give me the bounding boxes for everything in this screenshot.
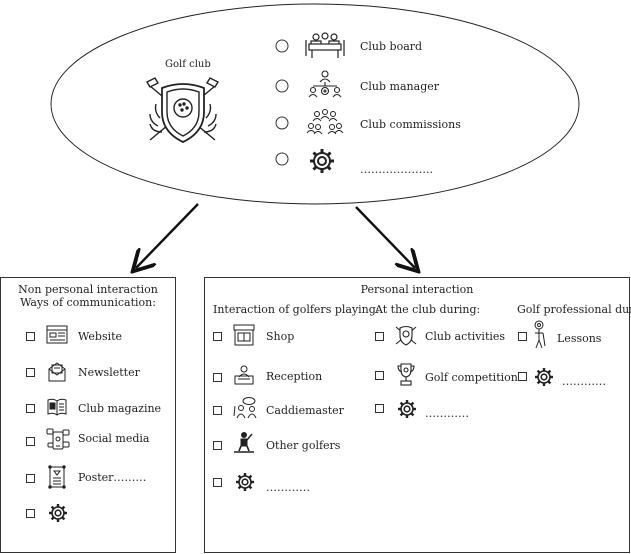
checkbox-poster[interactable] xyxy=(26,474,35,483)
club-activities-label: Club activities xyxy=(425,330,506,343)
checkbox-shop[interactable] xyxy=(213,332,222,341)
commissions-group-icon xyxy=(306,109,344,135)
caddiemaster-label: Caddiemaster xyxy=(266,404,344,417)
checkbox-other-col3[interactable] xyxy=(518,372,527,381)
reception-label: Reception xyxy=(266,370,323,383)
club-board-label: Club board xyxy=(360,40,423,53)
radio-club-board xyxy=(275,39,289,53)
checkbox-caddiemaster[interactable] xyxy=(213,406,222,415)
other-col1-label: ………… xyxy=(266,481,310,494)
other-col3-label: ………… xyxy=(562,375,606,388)
checkbox-club-magazine[interactable] xyxy=(26,404,35,413)
golf-club-title: Golf club xyxy=(165,59,211,70)
golf-competition-label: Golf competition xyxy=(425,371,518,384)
club-crest-icon xyxy=(395,325,417,346)
arrow-left xyxy=(136,203,199,268)
gear-icon xyxy=(236,473,254,491)
radio-club-manager xyxy=(275,79,289,93)
manager-org-icon xyxy=(308,70,342,98)
col1-header: Interaction of golfers playing: xyxy=(213,303,380,316)
trophy-icon xyxy=(397,363,415,386)
gear-icon xyxy=(49,504,67,522)
checkbox-social-media[interactable] xyxy=(26,437,35,446)
club-magazine-label: Club magazine xyxy=(78,402,162,415)
club-other-label: ……………….. xyxy=(360,163,433,176)
reception-icon xyxy=(234,365,254,385)
social-media-icon xyxy=(46,428,70,450)
club-commissions-label: Club commissions xyxy=(360,118,461,131)
gear-icon xyxy=(398,400,416,418)
checkbox-other-col1[interactable] xyxy=(213,478,222,487)
magazine-icon xyxy=(47,398,67,416)
gear-icon xyxy=(310,149,334,173)
checkbox-other-golfers[interactable] xyxy=(213,441,222,450)
col3-header: Golf professional during: xyxy=(517,303,631,316)
personal-box xyxy=(204,277,630,553)
checkbox-other-left[interactable] xyxy=(26,509,35,518)
checkbox-golf-competition[interactable] xyxy=(375,371,384,380)
newsletter-label: Newsletter xyxy=(78,366,140,379)
arrow-right xyxy=(355,206,415,268)
other-golfers-label: Other golfers xyxy=(266,439,341,452)
col2-header: At the club during: xyxy=(375,303,481,316)
checkbox-lessons[interactable] xyxy=(518,332,527,341)
non-personal-box xyxy=(0,277,176,553)
checkbox-club-activities[interactable] xyxy=(375,332,384,341)
caddiemaster-icon xyxy=(233,397,257,419)
radio-club-commissions xyxy=(275,116,289,130)
gear-icon xyxy=(535,368,553,386)
ways-communication-title: Ways of communication: xyxy=(20,296,156,309)
golf-pro-icon xyxy=(534,320,546,349)
shop-label: Shop xyxy=(266,330,295,343)
golf-club-crest-icon xyxy=(146,77,219,143)
checkbox-other-col2[interactable] xyxy=(375,404,384,413)
checkbox-website[interactable] xyxy=(26,332,35,341)
social-media-label: Social media xyxy=(78,432,150,445)
other-col2-label: ………… xyxy=(425,407,469,420)
club-manager-label: Club manager xyxy=(360,80,439,93)
poster-label: Poster……… xyxy=(78,471,147,484)
website-icon xyxy=(46,325,68,344)
poster-icon xyxy=(48,465,66,489)
board-meeting-icon xyxy=(305,32,345,58)
checkbox-reception[interactable] xyxy=(213,373,222,382)
golfer-icon xyxy=(234,432,254,453)
non-personal-title: Non personal interaction xyxy=(18,283,158,296)
personal-title: Personal interaction xyxy=(360,283,474,296)
radio-other xyxy=(275,152,289,166)
shop-icon xyxy=(233,324,255,346)
golf-club-ellipse xyxy=(50,3,580,205)
lessons-label: Lessons xyxy=(557,332,602,345)
checkbox-newsletter[interactable] xyxy=(26,368,35,377)
website-label: Website xyxy=(78,330,123,343)
newsletter-icon xyxy=(48,362,66,382)
